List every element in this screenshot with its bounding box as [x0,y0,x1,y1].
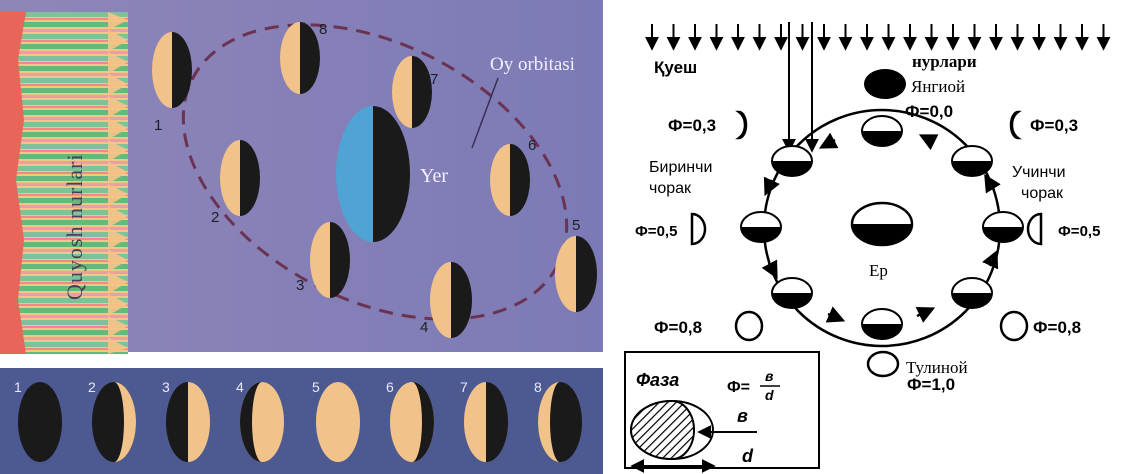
orbit-moon-2 [220,140,260,216]
first-quarter-label-line1: Биринчи [649,159,712,176]
orbit-moon-bottom [861,308,903,340]
orbit-moon-8 [280,22,320,94]
sun-rays-label: Quyosh nurlari [62,153,87,300]
full-moon-phase: Ф=1,0 [907,375,955,394]
full-moon-icon [866,350,900,378]
inset-formula-lhs: Ф= [727,379,750,396]
panel-divider [0,352,603,366]
inset-title: Фаза [636,370,679,390]
phase-label-03-left: Ф=0,3 [668,116,716,135]
strip-moon-8 [538,382,582,462]
orbit-moon-upper-left [771,145,813,177]
orbit-number-7: 7 [430,71,438,88]
orbit-moon-7 [392,56,432,128]
third-quarter-label-line1: Учинчи [1012,164,1066,181]
phase-label-05-right: Ф=0,5 [1058,223,1100,240]
half-moon-left-icon [690,212,707,246]
inset-hatched-area [630,399,695,461]
left-moon-phase-illustration: Quyosh nurlari Oy orbitasi Yer [0,0,603,474]
orbit-moon-left [740,211,782,243]
orbit-number-2: 2 [211,209,219,226]
phase-formula-inset: Фаза Ф= в d в d [624,351,820,473]
new-moon-phase: Ф=0,0 [905,102,953,121]
orbit-moon-lower-left [771,277,813,309]
phase-icons [690,110,1043,378]
orbit-moon-right [982,211,1024,243]
strip-moon-2 [92,382,136,462]
strip-number-5: 5 [312,379,320,395]
gibbous-left-icon [734,310,764,342]
strip-number-4: 4 [236,379,244,395]
orbit-direction-arrows [761,132,1001,323]
crescent-left-icon [735,110,748,140]
strip-moon-7 [464,382,508,462]
rays-label-left: Қуеш [654,58,697,77]
new-moon-icon [864,69,906,99]
crescent-right-icon [1009,110,1022,140]
inset-b-label: в [737,406,748,426]
orbit-moon-lower-right [951,277,993,309]
right-moon-phase-schematic: Қуеш нурлари Янгиой Ф=0,0 [624,22,1111,473]
orbit-number-6: 6 [528,137,536,154]
earth-label: Yer [420,165,448,187]
inset-formula-numerator: в [765,368,774,384]
strip-moon-6 [390,382,434,462]
sun-rays-arrows [645,24,1111,51]
phase-label-05-left: Ф=0,5 [635,223,677,240]
orbit-moon-4 [430,262,472,338]
orbit-number-1: 1 [154,117,162,134]
strip-moon-1 [18,382,62,462]
inset-formula-denominator: d [765,387,774,403]
orbit-moon-3 [310,222,350,298]
full-moon-label: Тулиной [906,358,968,377]
orbit-moon-top [861,115,903,147]
phase-label-08-left: Ф=0,8 [654,318,702,337]
sun-rays-band [0,12,128,354]
strip-moon-4 [240,382,284,462]
strip-moon-3 [166,382,210,462]
phase-label-08-right: Ф=0,8 [1033,318,1081,337]
third-quarter-label-line2: чорак [1021,185,1064,202]
orbit-moons [740,115,1024,340]
orbit-moon-6 [490,144,530,216]
strip-moon-5 [316,382,360,462]
orbit-number-8: 8 [319,21,327,38]
orbit-label-leader [471,77,499,149]
earth [336,106,410,242]
orbit-moon-upper-right [951,145,993,177]
orbit-number-3: 3 [296,277,304,294]
new-moon-label: Янгиой [911,77,965,96]
strip-number-3: 3 [162,379,170,395]
orbit-moon-5 [555,236,597,312]
orbit-moon-1 [152,32,192,108]
gibbous-right-icon [999,310,1029,342]
earth-icon [850,201,914,247]
strip-number-1: 1 [14,379,22,395]
orbit-moons [152,22,597,338]
strip-number-8: 8 [534,379,542,395]
phase-strip [18,382,582,462]
earth-label: Ер [869,261,888,280]
strip-number-7: 7 [460,379,468,395]
strip-number-6: 6 [386,379,394,395]
orbit-number-5: 5 [572,217,580,234]
half-moon-right-icon [1026,212,1043,246]
inset-d-label: d [742,446,754,466]
phase-label-03-right: Ф=0,3 [1030,116,1078,135]
strip-number-2: 2 [88,379,96,395]
orbit-number-4: 4 [420,319,428,336]
first-quarter-label-line2: чорак [649,180,692,197]
orbit-label: Oy orbitasi [490,54,575,75]
rays-label-right: нурлари [912,52,977,71]
